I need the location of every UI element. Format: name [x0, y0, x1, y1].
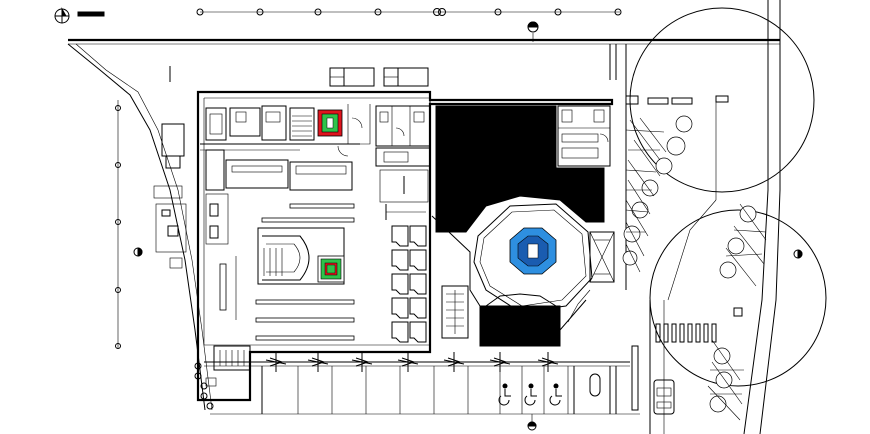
bike-rack — [194, 362, 217, 410]
loading-dock — [153, 123, 187, 269]
elevator-icon — [317, 255, 345, 283]
north-arrow-icon — [54, 7, 105, 24]
site-boundary — [67, 38, 780, 411]
foliage-hatching — [625, 117, 767, 421]
checkout-counters — [385, 204, 427, 343]
truck-icon — [329, 67, 375, 87]
toilet-block — [375, 105, 431, 203]
accessible-parking-icon — [549, 383, 562, 406]
building-outline — [196, 90, 614, 402]
atrium — [431, 203, 593, 347]
frontage-trees — [265, 352, 559, 372]
tree-icon — [629, 7, 815, 193]
atrium-dome-icon — [509, 227, 557, 275]
accessible-parking-icon — [524, 383, 537, 406]
truck-icon — [383, 67, 429, 87]
parking-lot — [204, 345, 640, 415]
accessible-parking-icon — [498, 383, 511, 406]
section-marker-icon — [527, 414, 537, 431]
left-grid-axis — [115, 100, 121, 349]
shrub-row — [622, 115, 757, 413]
toilet-block — [557, 105, 611, 167]
stair-icon — [589, 231, 615, 283]
section-marker-icon — [793, 249, 803, 259]
crosswalk — [655, 323, 717, 343]
top-grid-axis — [196, 8, 622, 16]
elevator-icon — [317, 109, 343, 137]
stair-icon — [292, 115, 312, 137]
section-marker-icon — [133, 247, 143, 257]
road-and-plaza — [625, 0, 781, 434]
stair-icon — [213, 345, 251, 371]
tree-icon — [649, 209, 827, 387]
stair-icon — [441, 285, 469, 339]
car-icon — [653, 379, 675, 415]
hatched-structure — [435, 105, 605, 347]
service-rooms — [200, 104, 371, 245]
store-shelves — [219, 203, 355, 341]
